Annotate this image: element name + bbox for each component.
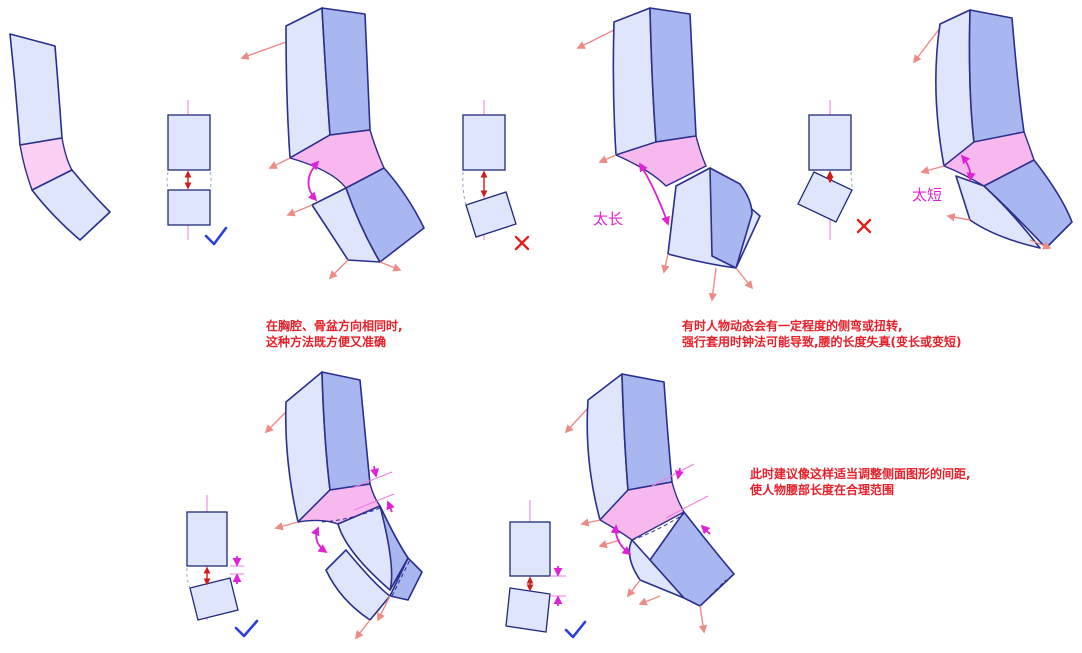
torso-3d-adjusted-b (564, 373, 735, 634)
torso-3d-too-long (576, 7, 761, 302)
check-mark-icon (234, 619, 259, 638)
side-view-adjusted-a (186, 495, 259, 638)
side-view-adjusted-b (505, 500, 587, 639)
note-bend-twist: 有时人物动态会有一定程度的侧弯或扭转, 强行套用时钟法可能导致,腰的长度失真(变… (682, 318, 962, 350)
note-line: 这种方法既方便又准确 (266, 335, 387, 349)
note-line: 使人物腰部长度在合理范围 (750, 483, 895, 497)
cross-mark-icon (514, 235, 530, 251)
note-line: 此时建议像这样适当调整侧面图形的间距, (750, 467, 971, 481)
note-adjust-spacing: 此时建议像这样适当调整侧面图形的间距, 使人物腰部长度在合理范围 (750, 466, 971, 498)
side-view-aligned (166, 100, 228, 246)
torso-3d-too-short (912, 9, 1073, 250)
label-too-long: 太长 (593, 210, 624, 228)
bent-torso-outline (9, 33, 111, 241)
side-view-twisted-wrong (797, 100, 872, 240)
torso-3d-correct (240, 7, 425, 280)
side-view-tilted-wrong (462, 100, 530, 251)
label-too-short: 太短 (912, 186, 943, 204)
note-same-direction: 在胸腔、骨盆方向相同时, 这种方法既方便又准确 (266, 318, 403, 350)
torso-3d-adjusted-a (264, 371, 423, 640)
check-mark-icon (564, 620, 587, 639)
cross-mark-icon (856, 218, 872, 234)
note-line: 在胸腔、骨盆方向相同时, (266, 319, 403, 333)
check-mark-icon (204, 226, 228, 246)
note-line: 强行套用时钟法可能导致,腰的长度失真(变长或变短) (682, 335, 962, 349)
note-line: 有时人物动态会有一定程度的侧弯或扭转, (682, 319, 903, 333)
